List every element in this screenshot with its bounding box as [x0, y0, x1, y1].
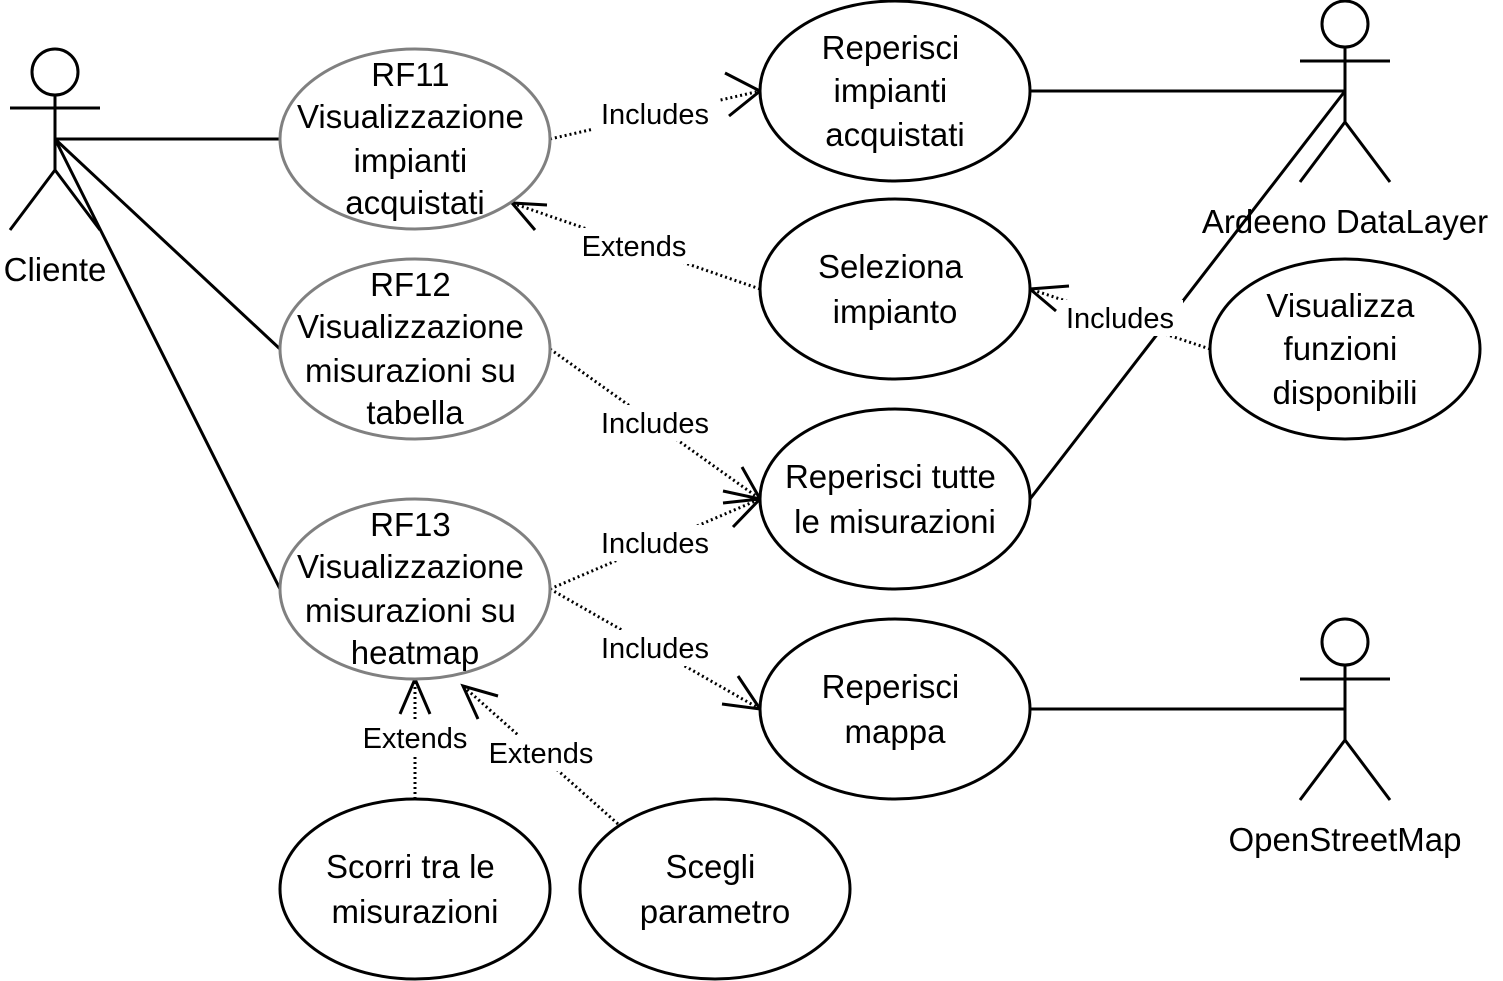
actor-osm-head [1320, 617, 1370, 667]
actor-labels: Cliente Ardeeno DataLayer OpenStreetMap [4, 203, 1488, 858]
arrowhead-rf13-from-scegli [460, 683, 499, 720]
actor-cliente-figure [8, 47, 102, 231]
dependency-rf12-reperisci-misurazioni [549, 347, 761, 501]
seleziona-impianto-label: Seleziona impianto [818, 248, 972, 330]
actor-datalayer-figure [1298, 0, 1392, 183]
edge-label-bg [592, 405, 718, 441]
dependency-rf13-reperisci-misurazioni [549, 497, 761, 591]
actor-osm-figure [1298, 617, 1392, 801]
reperisci-mappa-label: Reperisci mappa [822, 668, 969, 750]
rf11-label: RF11 Visualizzazione impianti acquistati [297, 56, 533, 221]
use-case-rf12 [278, 257, 552, 441]
actor-cliente-right-leg [53, 169, 102, 231]
association-cliente-rf13 [53, 138, 282, 590]
use-case-labels: RF11 Visualizzazione impianti acquistati… [297, 29, 1423, 930]
edge-label-bg [592, 525, 718, 561]
use-case-rf13 [278, 497, 552, 681]
dependency-visualizza-seleziona [1029, 287, 1211, 351]
edge-label-bg [573, 228, 695, 264]
label-rf13-includes-mappa: Includes [601, 633, 709, 665]
edge-label-bg [354, 720, 476, 756]
label-rf11-includes: Includes [601, 99, 709, 131]
edge-label-backgrounds [354, 96, 1183, 771]
associations [53, 89, 1347, 711]
actor-osm-label: OpenStreetMap [1229, 821, 1462, 858]
use-case-reperisci-impianti [758, 0, 1032, 183]
dependency-rf11-reperisci-impianti [549, 89, 761, 141]
rf12-label: RF12 Visualizzazione misurazioni su tabe… [297, 266, 533, 431]
edge-label-bg [592, 96, 718, 132]
actor-datalayer-head [1320, 0, 1370, 49]
use-cases [278, 0, 1482, 981]
actor-osm-left-leg [1298, 739, 1347, 801]
use-case-scorri [278, 797, 552, 981]
rf13-label: RF13 Visualizzazione misurazioni su heat… [297, 506, 533, 671]
use-case-scegli [578, 797, 852, 981]
use-case-reperisci-mappa [758, 617, 1032, 801]
label-scorri-extends: Extends [363, 723, 468, 755]
edge-label-bg [592, 630, 718, 666]
actor-cliente-left-leg [8, 169, 57, 231]
edge-labels: Includes Extends Includes Includes Inclu… [363, 99, 1174, 770]
actor-cliente-label: Cliente [4, 251, 107, 288]
use-case-seleziona-impianto [758, 197, 1032, 381]
scegli-label: Scegli parametro [640, 848, 790, 930]
use-case-visualizza-funzioni [1208, 257, 1482, 441]
actor-datalayer-left-leg [1298, 121, 1347, 183]
reperisci-misurazioni-label: Reperisci tutte le misurazioni [785, 458, 1005, 540]
label-scegli-extends: Extends [489, 738, 594, 770]
label-rf13-includes-misurazioni: Includes [601, 528, 709, 560]
visualizza-funzioni-label: Visualizza funzioni disponibili [1266, 287, 1423, 411]
use-case-reperisci-misurazioni [758, 407, 1032, 591]
reperisci-impianti-label: Reperisci impianti acquistati [822, 29, 969, 153]
association-cliente-rf12 [53, 137, 282, 351]
use-case-rf11 [278, 47, 552, 231]
edge-label-bg [480, 735, 602, 771]
actor-datalayer-right-leg [1343, 121, 1392, 183]
association-datalayer-reperisci-misurazioni [1028, 90, 1347, 500]
label-visualizza-includes: Includes [1066, 303, 1174, 335]
label-seleziona-extends: Extends [582, 231, 687, 263]
actor-osm-right-leg [1343, 739, 1392, 801]
actor-datalayer-label: Ardeeno DataLayer [1202, 203, 1488, 240]
edge-label-bg [1057, 300, 1183, 336]
scorri-label: Scorri tra le misurazioni [326, 848, 504, 930]
actor-cliente-head [30, 47, 80, 97]
label-rf12-includes: Includes [601, 408, 709, 440]
